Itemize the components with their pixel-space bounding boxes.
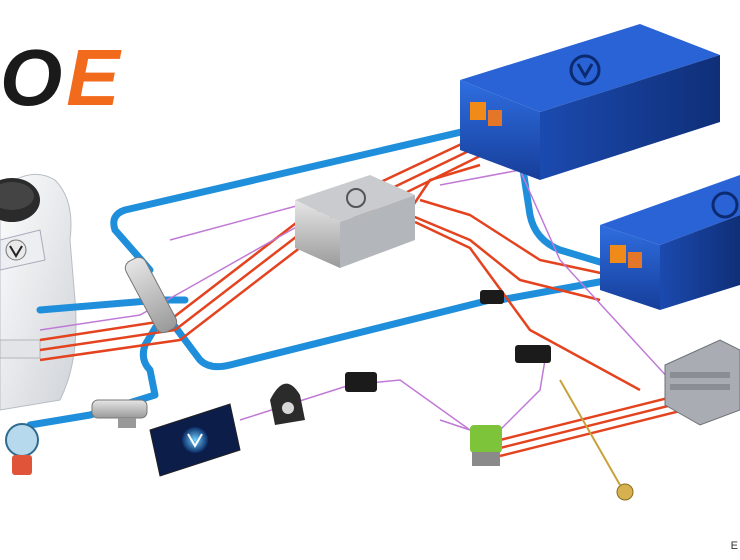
coolant-lines xyxy=(26,126,614,429)
logo-text-dark: O xyxy=(0,33,67,122)
junction-box-icon xyxy=(295,175,415,268)
manifold-icon xyxy=(124,256,178,334)
brand-logo: OE xyxy=(0,38,124,118)
sensor-icon xyxy=(559,379,634,501)
connector-icon xyxy=(345,290,551,392)
strainer-icon xyxy=(5,423,39,475)
battery-icon xyxy=(600,175,740,310)
logo-text-accent: E xyxy=(66,33,124,122)
pump-icon xyxy=(91,399,148,428)
corner-text: E xyxy=(730,540,738,552)
throttle-icon xyxy=(270,383,305,425)
display-icon xyxy=(149,403,241,477)
battery-icon xyxy=(460,24,720,180)
inverter-icon xyxy=(664,339,740,426)
outboard-motor-icon xyxy=(0,173,77,411)
junction-icon xyxy=(470,425,502,466)
